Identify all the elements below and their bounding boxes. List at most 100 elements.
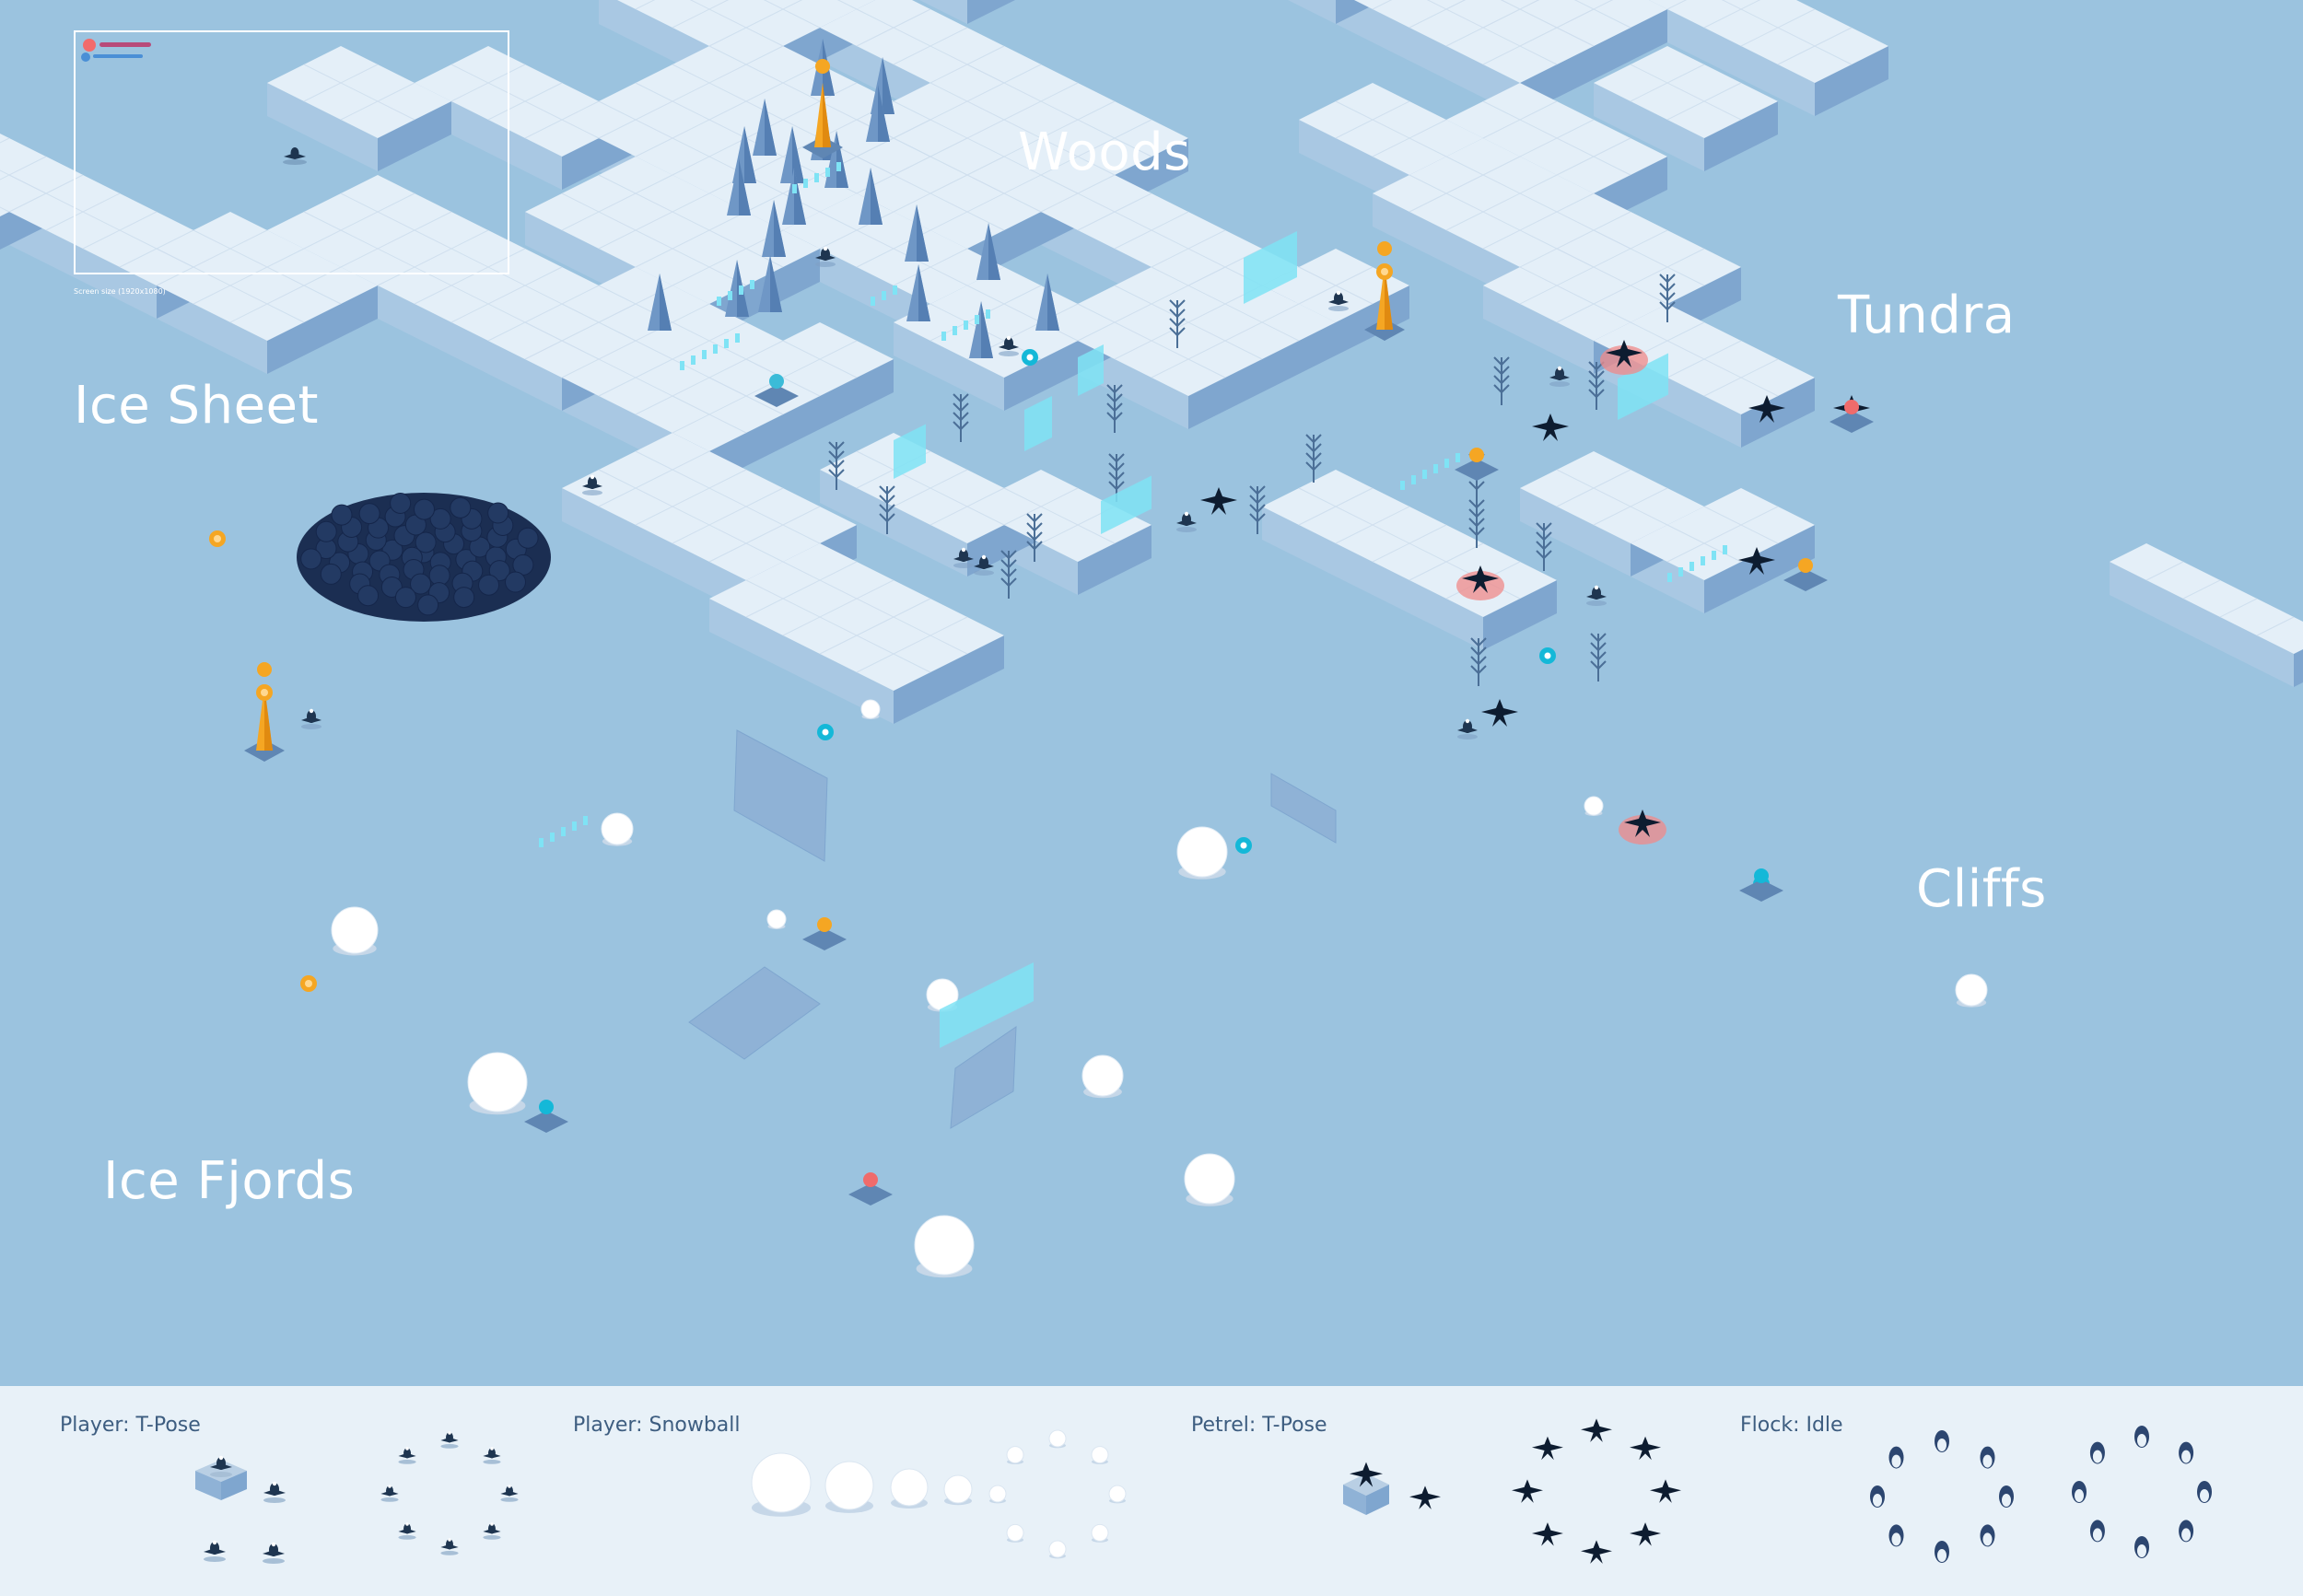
penguin-icon bbox=[440, 1431, 459, 1449]
ice-fence bbox=[550, 833, 555, 842]
penguin-icon bbox=[263, 1481, 286, 1503]
tree-icon bbox=[1035, 274, 1059, 331]
ice-fence bbox=[561, 827, 566, 836]
penguin-icon bbox=[204, 1540, 226, 1562]
ice-fence bbox=[836, 162, 841, 171]
petrel-icon bbox=[1350, 1462, 1383, 1487]
bare-tree-icon bbox=[1468, 499, 1485, 548]
bare-tree-icon bbox=[1536, 522, 1552, 571]
penguin-icon bbox=[974, 554, 994, 576]
petrel-icon bbox=[1600, 340, 1648, 375]
flock-icon bbox=[2089, 1520, 2105, 1543]
stamina-bar bbox=[81, 52, 143, 62]
penguin-icon bbox=[263, 1542, 285, 1564]
flock-icon bbox=[2179, 1520, 2194, 1543]
snowball-icon bbox=[1006, 1523, 1024, 1543]
snowball-icon bbox=[766, 909, 787, 929]
flock-icon bbox=[2179, 1441, 2194, 1464]
penguin-icon bbox=[210, 1455, 232, 1477]
pedestal bbox=[848, 1172, 893, 1206]
snowball-icon bbox=[988, 1485, 1007, 1504]
ice-fence bbox=[1411, 475, 1416, 484]
ice-fence bbox=[1400, 481, 1405, 490]
penguin-icon bbox=[500, 1485, 519, 1502]
tree-icon bbox=[648, 274, 672, 331]
ice-fence bbox=[572, 821, 577, 831]
bare-tree-icon bbox=[1169, 299, 1186, 348]
penguin-icon bbox=[1457, 718, 1478, 740]
ice-fence bbox=[1723, 545, 1727, 554]
health-bar bbox=[83, 39, 151, 52]
bare-tree-icon bbox=[1590, 633, 1607, 682]
petrel-icon bbox=[1512, 1479, 1543, 1503]
penguin-icon bbox=[483, 1447, 501, 1464]
ramp bbox=[733, 729, 828, 862]
region-label-ice-sheet: Ice Sheet bbox=[74, 376, 319, 436]
tree-icon bbox=[866, 85, 890, 142]
snowball-icon bbox=[860, 699, 881, 719]
petrel-icon bbox=[1650, 1479, 1681, 1503]
petrel-icon bbox=[1409, 1485, 1441, 1509]
tree-icon bbox=[824, 131, 848, 188]
ice-fence bbox=[871, 297, 875, 306]
penguin-icon bbox=[1328, 290, 1349, 311]
petrel-icon bbox=[1200, 487, 1237, 515]
pedestal bbox=[524, 1100, 568, 1133]
flock-icon bbox=[1935, 1541, 1949, 1563]
bare-tree-icon bbox=[1305, 434, 1322, 483]
ice-fence bbox=[702, 350, 707, 359]
ice-fence bbox=[750, 280, 754, 289]
ramp bbox=[950, 1026, 1017, 1129]
flock-icon bbox=[2134, 1536, 2149, 1558]
penguin-icon bbox=[301, 708, 321, 729]
ice-fence bbox=[1422, 470, 1427, 479]
minimap-caption: Screen size (1920x1080) bbox=[74, 287, 166, 296]
petrel-icon bbox=[1456, 565, 1504, 600]
ice-fence bbox=[792, 184, 797, 193]
ice-fence bbox=[739, 285, 743, 295]
penguin-icon bbox=[953, 547, 974, 568]
bare-tree-icon bbox=[953, 393, 969, 442]
legend-title-petrel-tpose: Petrel: T-Pose bbox=[1191, 1414, 1327, 1437]
region-label-cliffs: Cliffs bbox=[1916, 859, 2047, 919]
ice-fence bbox=[713, 344, 718, 354]
bare-tree-icon bbox=[1659, 274, 1676, 322]
flock-icon bbox=[1980, 1524, 1995, 1547]
ice-wall bbox=[1618, 353, 1668, 420]
ice-wall bbox=[1244, 231, 1297, 304]
minimap bbox=[74, 30, 509, 274]
minimap-player-icon bbox=[283, 147, 307, 165]
flock-icon bbox=[1980, 1446, 1995, 1469]
snowball-icon bbox=[943, 1474, 973, 1506]
snowball-icon bbox=[467, 1052, 528, 1115]
penguin-icon bbox=[582, 474, 602, 495]
bare-tree-icon bbox=[1588, 361, 1605, 410]
petrel-icon bbox=[1531, 1436, 1563, 1461]
legend-title-flock-idle: Flock: Idle bbox=[1740, 1414, 1843, 1437]
petrel-icon bbox=[1619, 810, 1666, 845]
bare-tree-icon bbox=[879, 485, 895, 534]
flock-icon bbox=[1888, 1524, 1904, 1547]
penguin-icon bbox=[398, 1522, 416, 1540]
checkpoint-icon bbox=[817, 724, 834, 740]
ice-fence bbox=[803, 179, 808, 188]
snowball-icon bbox=[1048, 1429, 1067, 1449]
petrel-pedestal bbox=[1343, 1474, 1389, 1515]
petrel-icon bbox=[1581, 1540, 1612, 1564]
ice-fence bbox=[583, 816, 588, 825]
flock-icon bbox=[1870, 1485, 1885, 1508]
petrel-icon bbox=[1531, 1522, 1563, 1546]
tree-icon bbox=[976, 223, 1000, 280]
ice-fence bbox=[728, 291, 732, 300]
ice-fence bbox=[964, 320, 968, 330]
ice-fence bbox=[825, 168, 830, 177]
tree-icon bbox=[727, 158, 751, 216]
ice-wall bbox=[1078, 344, 1104, 396]
region-label-woods: Woods bbox=[1018, 122, 1191, 182]
checkpoint-icon bbox=[1539, 647, 1556, 664]
snowball-icon bbox=[601, 812, 634, 846]
ice-fence bbox=[735, 333, 740, 343]
flock-icon bbox=[2072, 1481, 2087, 1503]
snowball-icon bbox=[1006, 1446, 1024, 1464]
ice-wall bbox=[940, 962, 1034, 1048]
